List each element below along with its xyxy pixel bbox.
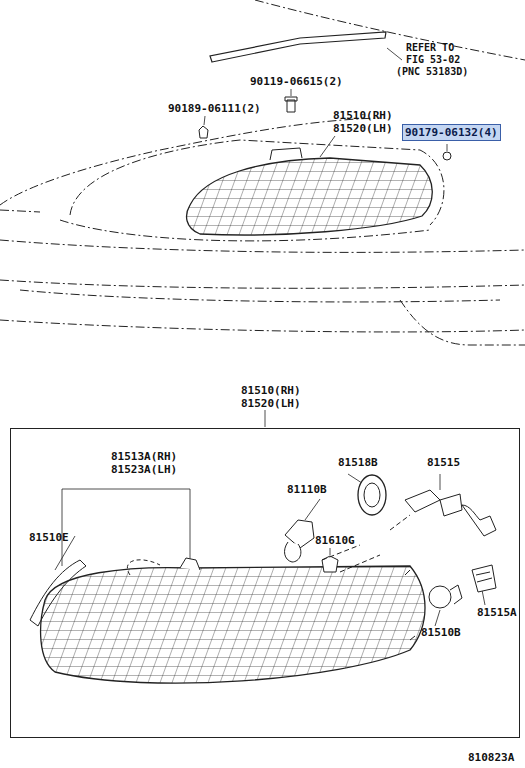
part-number: (PNC 53183D) [396,66,468,78]
highlight-box: 90179-06132(4) [402,124,501,141]
part-number: 81520(LH) [333,123,393,135]
part-number: 81513A(RH) [111,451,177,463]
detail-frame: 81510(RH)81520(LH)81513A(RH)81523A(LH)81… [10,428,520,738]
highlighted-part-number: 90179-06132(4) [405,127,498,139]
part-number: 81110B [287,484,327,496]
part-number: 81610G [315,535,355,547]
part-number: 90119-06615(2) [250,76,343,88]
part-number: 81510B [421,627,461,639]
part-number: 81510E [29,532,69,544]
part-number: 81510(RH) [333,110,393,122]
part-number: 81515A [477,607,517,619]
part-number: REFER TO [406,42,454,54]
part-number: 81515 [427,457,460,469]
part-number: 81520(LH) [241,398,301,410]
part-number: 90189-06111(2) [168,103,261,115]
part-number: 81518B [338,457,378,469]
part-number: FIG 53-02 [406,54,460,66]
part-number: 81510(RH) [241,385,301,397]
figure-code: 810823A [468,752,514,764]
part-number: 81523A(LH) [111,464,177,476]
